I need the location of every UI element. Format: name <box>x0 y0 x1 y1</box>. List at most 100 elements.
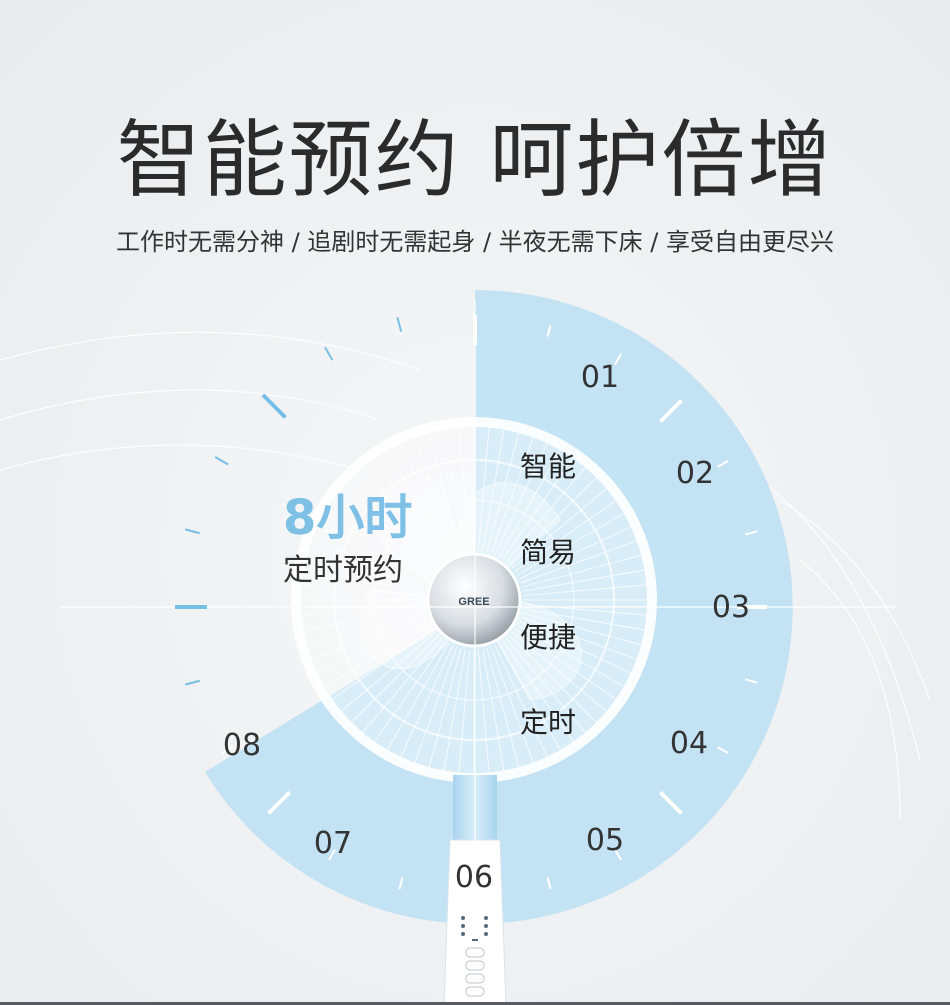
guard-spoke <box>523 584 649 597</box>
guard-spoke <box>519 620 633 675</box>
guard-spoke <box>523 608 647 631</box>
feature-smart: 智能 <box>520 450 577 483</box>
guard-spoke <box>511 487 609 569</box>
dial-number-02: 02 <box>675 456 715 491</box>
guard-spoke <box>301 569 425 592</box>
guard-spoke <box>361 465 443 563</box>
guard-spoke <box>514 628 618 701</box>
guard-spoke <box>373 456 446 560</box>
guard-spoke <box>361 637 443 735</box>
guard-spoke <box>458 649 471 775</box>
guard-spoke <box>509 475 599 565</box>
guard-spoke <box>443 427 466 551</box>
dial-number-03: 03 <box>711 590 751 625</box>
guard-spoke <box>486 430 520 552</box>
guard-spoke <box>386 643 450 752</box>
guard-spoke <box>522 612 644 646</box>
guard-spoke <box>482 649 505 773</box>
guard-spoke <box>304 612 426 646</box>
dial-tick <box>716 460 729 468</box>
guard-spoke <box>490 435 535 554</box>
dial-tick <box>214 456 229 466</box>
guard-spoke <box>349 635 439 725</box>
timer-label: 定时预约 <box>283 553 403 588</box>
guard-spoke <box>322 512 431 576</box>
dial-tick <box>745 530 758 536</box>
dial-tick <box>658 399 683 424</box>
dial-ticks <box>175 315 767 899</box>
dial-number-07: 07 <box>313 826 353 861</box>
guard-spoke <box>490 646 535 765</box>
feature-simple: 简易 <box>520 536 577 569</box>
guard-spoke <box>482 427 505 551</box>
fan-pole <box>443 839 507 1005</box>
guard-spoke <box>309 539 428 584</box>
dial-tick <box>184 528 200 535</box>
guard-spoke <box>520 539 639 584</box>
guard-spoke <box>505 637 587 735</box>
guard-spoke <box>498 448 562 557</box>
guard-spoke <box>502 640 575 744</box>
guard-spoke <box>386 448 450 557</box>
dial-number-06: 06 <box>454 860 494 895</box>
guard-spoke <box>399 441 454 555</box>
dial-tick <box>614 353 622 366</box>
guard-spoke <box>520 616 639 661</box>
guard-spoke <box>330 499 434 572</box>
guard-spoke <box>517 624 626 688</box>
dial-number-05: 05 <box>585 823 625 858</box>
guard-spoke <box>304 554 426 588</box>
dial-tick <box>324 346 334 361</box>
dial-tick <box>261 393 287 419</box>
dial-number-08: 08 <box>222 728 262 763</box>
dial-tick <box>184 679 200 686</box>
guard-spoke <box>498 643 562 752</box>
guard-spoke <box>413 646 458 765</box>
guard-spoke <box>443 649 466 773</box>
dial-number-04: 04 <box>669 726 709 761</box>
guard-spoke <box>339 487 437 569</box>
dial-tick <box>614 848 622 861</box>
guard-spoke <box>519 525 633 580</box>
guard-spoke <box>309 616 428 661</box>
guard-spoke <box>477 649 490 775</box>
airflow-swirls <box>0 331 931 821</box>
dial-tick <box>745 678 758 684</box>
guard-spoke <box>413 435 458 554</box>
fan-hub <box>426 552 522 648</box>
guard-spoke <box>517 512 626 576</box>
guard-spoke <box>322 624 431 688</box>
dial-tick <box>546 324 552 337</box>
brand-logo: GREE <box>458 596 489 608</box>
guard-spoke <box>339 631 437 713</box>
dial-tick <box>396 316 403 332</box>
guard-spoke <box>458 425 471 551</box>
control-panel <box>465 947 485 997</box>
guard-spoke <box>494 645 549 759</box>
guard-spoke <box>428 430 462 552</box>
dial-tick <box>221 746 234 754</box>
guard-spoke <box>514 499 618 572</box>
dial-number-01: 01 <box>580 360 620 395</box>
dial-tick <box>658 790 683 815</box>
page-title: 智能预约 呵护倍增 <box>116 111 834 209</box>
guard-spoke <box>505 465 587 563</box>
guard-spoke <box>399 645 454 759</box>
guard-spoke <box>315 620 429 675</box>
guard-spoke <box>522 554 644 588</box>
dial-tick <box>716 746 729 754</box>
guard-spoke <box>509 635 599 725</box>
guard-spoke <box>373 640 446 744</box>
guard-spoke <box>299 584 425 597</box>
bottom-strip <box>0 1002 950 1005</box>
dial-tick <box>267 790 292 815</box>
dial-tick <box>546 877 552 890</box>
timer-hours: 8小时 <box>283 490 413 546</box>
guard-spoke <box>349 475 439 565</box>
dial-tick <box>328 848 336 861</box>
guard-spoke <box>494 441 549 555</box>
guard-spoke <box>428 648 462 770</box>
guard-spoke <box>523 603 649 616</box>
control-indicators <box>461 916 488 941</box>
guard-spoke <box>511 631 609 713</box>
